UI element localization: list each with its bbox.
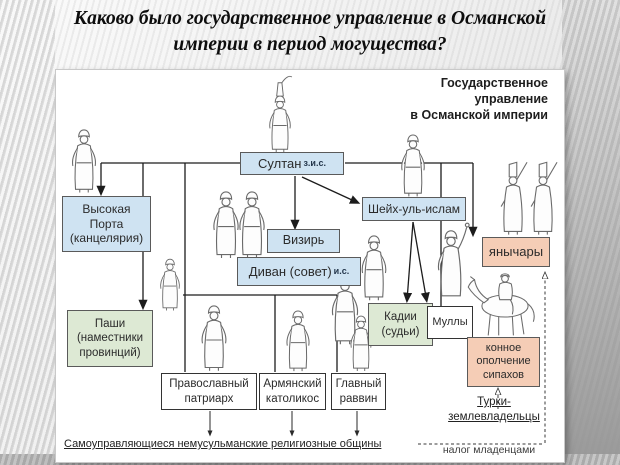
node-janissary: янычары	[482, 237, 550, 267]
divan-note: и.с.	[333, 266, 350, 277]
right-stripe-decoration	[562, 0, 620, 465]
node-divan: Диван (совет)и.с.	[237, 257, 361, 286]
node-porta: Высокая Порта (канцелярия)	[62, 196, 151, 252]
diagram-title: Государственное управление в Османской и…	[410, 76, 548, 122]
turk-landowners-label: Турки- землевладельцы	[448, 396, 540, 423]
node-kadi: Кадии (судьи)	[368, 303, 433, 346]
infant-tax-label: налог младенцами	[442, 444, 536, 456]
node-pasha: Паши (наместники провинций)	[67, 310, 153, 367]
sultan-label: Султан	[258, 155, 302, 171]
node-vizier: Визирь	[267, 229, 340, 253]
communities-label: Самоуправляющиеся немусульманские религи…	[64, 438, 382, 450]
sultan-note: з.и.с.	[303, 158, 326, 169]
node-sipahi: конное ополчение сипахов	[467, 337, 540, 387]
node-sheikh: Шейх-уль-ислам	[362, 197, 466, 221]
node-catholicos: Армянский католикос	[259, 373, 326, 410]
node-patriarch: Православный патриарх	[161, 373, 257, 410]
divan-label: Диван (совет)	[248, 263, 332, 279]
node-rabbi: Главный раввин	[331, 373, 386, 410]
page-title: Каково было государственное управление в…	[73, 8, 547, 55]
left-stripe-decoration	[0, 0, 55, 465]
node-mullah: Муллы	[427, 306, 473, 339]
